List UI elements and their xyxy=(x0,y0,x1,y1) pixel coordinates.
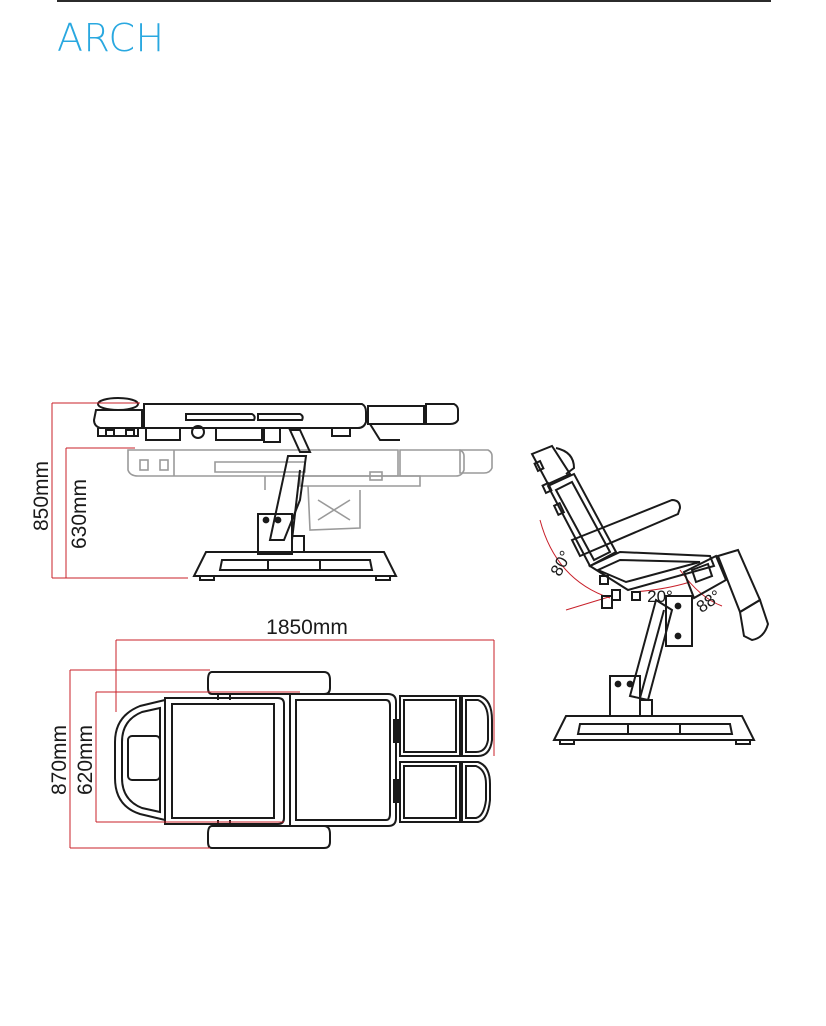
reclined-view: 80° 20° 88° xyxy=(530,444,770,745)
top-view-outline xyxy=(114,671,493,849)
overall-height-label: 850mm xyxy=(30,461,53,531)
side-view-raised xyxy=(92,397,459,581)
side-view-dimensions xyxy=(51,402,188,579)
top-view: 1850mm 870mm 620mm xyxy=(48,616,495,849)
overall-length-label: 1850mm xyxy=(266,616,348,639)
overall-width-label: 870mm xyxy=(48,725,71,795)
seat-angle-label: 20° xyxy=(647,587,673,606)
reclined-chair-outline xyxy=(530,444,770,745)
side-view-lowered-ghost xyxy=(127,449,493,531)
top-rule xyxy=(57,0,771,2)
top-view-dimensions xyxy=(69,639,495,849)
seat-width-label: 620mm xyxy=(74,725,97,795)
page-title: ARCH xyxy=(57,16,165,60)
backrest-angle-label: 80° xyxy=(547,548,576,580)
side-view: 850mm 630mm xyxy=(30,397,493,581)
seat-height-label: 630mm xyxy=(68,479,91,549)
